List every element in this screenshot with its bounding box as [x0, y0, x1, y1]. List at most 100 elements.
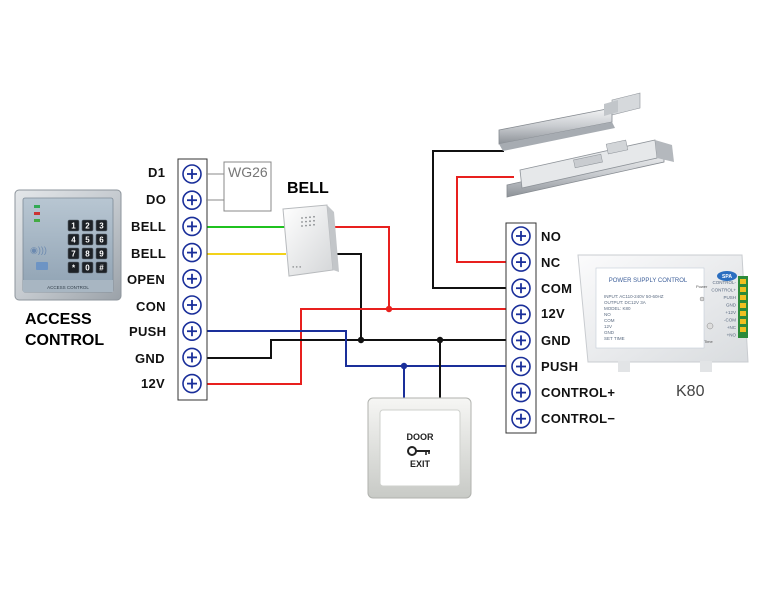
keypad-key-1: 1	[67, 219, 80, 232]
psu-model-label: K80	[676, 383, 705, 400]
left-label-gnd: GND	[135, 351, 165, 366]
wire-lock-com-black	[432, 150, 508, 289]
keypad-key-0: 0	[81, 261, 94, 274]
junction-dot-gnd-2	[436, 336, 444, 344]
psu-terminal-label: +NO	[727, 333, 737, 338]
wiegand-label: WG26	[228, 164, 268, 180]
psu-indicator-power: Power	[696, 284, 708, 289]
right-label-control-minus: CONTROL−	[541, 411, 616, 426]
left-label-bell-1: BELL	[131, 219, 167, 234]
left-terminal-screw-do-1	[182, 190, 202, 210]
left-label-12v: 12V	[141, 376, 166, 391]
svg-text:2: 2	[85, 222, 90, 231]
right-terminal-screw-push-5	[511, 356, 531, 377]
svg-text:◉))): ◉)))	[30, 245, 47, 255]
svg-text:8: 8	[85, 250, 90, 259]
svg-text:4: 4	[71, 236, 76, 245]
svg-text:#: #	[99, 264, 104, 273]
right-label-nc: NC	[541, 255, 561, 270]
right-label-com: COM	[541, 281, 573, 296]
keypad-key-6: 6	[95, 233, 108, 246]
psu-terminal-label: CONTROL+	[711, 288, 736, 293]
right-terminal-screw-controlminus-7	[511, 408, 531, 429]
right-terminal-screws	[511, 226, 531, 429]
left-terminal-screw-bell-3	[182, 242, 202, 263]
access-control-line-2: CONTROL	[25, 332, 105, 349]
bell-title: BELL	[287, 180, 329, 197]
keypad-key-3: 3	[95, 219, 108, 232]
psu-spec-line: COM	[604, 318, 615, 323]
bell-device: ● ● ●	[282, 204, 339, 277]
psu-indicator-time: Time	[704, 339, 714, 344]
left-terminal-screw-d1-0	[182, 164, 202, 184]
keypad-key-5: 5	[81, 233, 94, 246]
right-terminal-screw-nc-1	[511, 252, 531, 272]
left-label-do: DO	[146, 192, 167, 207]
wire-push-blue	[206, 330, 508, 367]
left-terminal-screw-bell-2	[182, 216, 202, 237]
right-terminal-screw-controlplus-6	[511, 382, 531, 403]
right-terminal-screw-no-0	[511, 226, 531, 246]
junction-dot-gnd-1	[357, 336, 365, 344]
psu-terminal-label: PUSH	[723, 295, 736, 300]
psu-spec-line: 12V	[604, 324, 612, 329]
psu-spec-line: OUTPUT: DC12V 3A	[604, 300, 646, 305]
left-label-d1: D1	[148, 165, 166, 180]
exit-button-door-label: DOOR	[407, 432, 435, 442]
wire-bell-black	[330, 253, 362, 340]
right-label-no: NO	[541, 229, 562, 244]
left-label-con: CON	[136, 299, 166, 314]
svg-text:1: 1	[71, 222, 76, 231]
left-terminal-screw-12v-8	[182, 373, 202, 394]
svg-text:● ● ●: ● ● ●	[292, 264, 302, 269]
keypad-key-2: 2	[81, 219, 94, 232]
junction-dot-red	[385, 305, 393, 313]
exit-button: DOOR EXIT	[367, 397, 472, 499]
svg-text:0: 0	[85, 264, 90, 273]
left-terminal-screw-gnd-7	[182, 347, 202, 368]
psu-spec-line: GND	[604, 330, 615, 335]
magnetic-lock	[498, 92, 674, 198]
psu-terminal-label: -COM	[724, 318, 736, 323]
keypad-key-7: 7	[67, 247, 80, 260]
psu-spec-line: MODEL: K80	[604, 306, 631, 311]
left-terminal-screws	[182, 164, 202, 394]
left-label-push: PUSH	[129, 324, 167, 339]
right-label-gnd: GND	[541, 333, 571, 348]
svg-text:3: 3	[99, 222, 104, 231]
psu-terminal-label: CONTROL-	[713, 280, 737, 285]
power-supply-unit: SPA POWER SUPPLY CONTROL INPUT: AC110-24…	[577, 254, 749, 372]
access-control-line-1: ACCESS	[25, 311, 92, 328]
right-terminal-screw-12v-3	[511, 304, 531, 325]
keypad-key-hash: #	[95, 261, 108, 274]
psu-brand: SPA	[722, 274, 732, 280]
wire-lock-nc-red	[456, 176, 514, 263]
svg-text:6: 6	[99, 236, 104, 245]
svg-text:*: *	[72, 264, 76, 273]
right-label-12v: 12V	[541, 306, 566, 321]
right-label-control-plus: CONTROL+	[541, 385, 616, 400]
psu-terminal-label: GND	[726, 303, 737, 308]
left-terminal-screw-push-6	[182, 321, 202, 342]
psu-spec-line: NO	[604, 312, 611, 317]
left-terminal-screw-con-5	[182, 295, 202, 315]
psu-spec-line: SET TIME	[604, 336, 625, 341]
key-icon	[407, 446, 430, 456]
psu-spec-line: INPUT: AC110-240V 50-60HZ	[604, 294, 664, 299]
wire-bell-red	[330, 226, 390, 309]
psu-title: POWER SUPPLY CONTROL	[609, 278, 688, 284]
left-label-bell-2: BELL	[131, 246, 167, 261]
wiegand-box	[206, 161, 272, 212]
left-terminal-screw-open-4	[182, 268, 202, 289]
svg-text:9: 9	[99, 250, 104, 259]
keypad-key-9: 9	[95, 247, 108, 260]
svg-text:7: 7	[71, 250, 76, 259]
keypad-key-8: 8	[81, 247, 94, 260]
wire-12v-red	[206, 308, 508, 385]
exit-button-exit-label: EXIT	[410, 459, 431, 469]
